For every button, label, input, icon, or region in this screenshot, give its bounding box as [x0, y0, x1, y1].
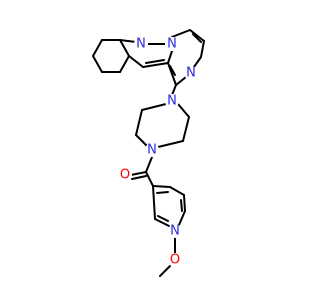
atom-n-piperazine-bottom: N — [145, 143, 159, 158]
bond-pyrazine-double-1 — [169, 65, 176, 76]
atom-n-pyrazole: N — [134, 37, 148, 52]
bond-pyridine-double-1 — [156, 191, 169, 194]
molecule-svg: N N N N N O N — [92, 29, 205, 277]
bond-pyrazine-5 — [175, 76, 187, 86]
atom-n-pyrazine-label: N — [186, 66, 196, 81]
bond-carbonyl-o-1 — [130, 171, 147, 176]
bond-pyridine-6 — [152, 185, 156, 220]
bond-methoxy-2 — [159, 265, 171, 277]
bond-pyrazole-double-1 — [145, 59, 165, 64]
molecule-diagram: N N N N N O N — [92, 29, 205, 277]
bond-pyrazole-3 — [167, 50, 173, 64]
atom-n-piperazine-top: N — [165, 94, 179, 109]
bond-cyhex-6 — [119, 39, 130, 57]
bond-pyrazine-4 — [193, 56, 202, 68]
atom-n-bridge: N — [165, 37, 179, 52]
bond-cyhex-5 — [119, 55, 130, 73]
bond-piperazine-1 — [141, 103, 167, 111]
bond-pyrazole-4 — [142, 62, 169, 68]
bond-pyridine-1 — [152, 185, 171, 188]
bond-piperazine-6 — [177, 103, 190, 118]
bond-pyridine-double-3 — [157, 215, 169, 222]
atom-label-layer: N N N N N O N — [118, 37, 198, 268]
bond-pyridine-4 — [178, 210, 186, 226]
bond-carbonyl-o-2 — [131, 175, 147, 180]
atom-n-piperazine-top-label: N — [167, 94, 177, 109]
bond-n-carbonyl — [145, 156, 153, 173]
bond-pyrazole-1 — [119, 39, 137, 43]
bond-pyrazine-2 — [189, 29, 205, 42]
bond-piperazine-5 — [182, 116, 190, 142]
atom-n-bridge-label: N — [167, 37, 177, 52]
bond-cyhex-2 — [92, 39, 103, 57]
bond-pyridine-5 — [154, 218, 170, 227]
atom-o-methoxy: O — [168, 253, 182, 268]
atom-n-piperazine-bottom-label: N — [147, 143, 157, 158]
bond-pyrazine-3 — [200, 40, 205, 58]
bond-pyridine-3 — [183, 194, 186, 212]
atom-o-methoxy-label: O — [170, 253, 180, 268]
atom-n-pyridine-label: N — [170, 224, 180, 239]
bond-pyridine-double-2 — [180, 199, 183, 212]
bond-link-piperazine — [171, 84, 177, 96]
bond-piperazine-2 — [135, 109, 143, 136]
bond-layer — [92, 29, 205, 277]
bond-pyridine-2 — [169, 186, 185, 196]
atom-o-carbonyl: O — [118, 168, 132, 183]
bond-piperazine-3 — [135, 134, 148, 147]
atom-n-pyrazole-label: N — [136, 37, 146, 52]
bond-piperazine-4 — [157, 140, 184, 148]
bond-pyrazine-double-2 — [192, 33, 202, 43]
atom-n-pyrazine: N — [184, 66, 198, 81]
bond-carbonyl-ring — [145, 171, 154, 187]
atom-o-carbonyl-label: O — [120, 168, 130, 183]
bond-cyhex-3 — [92, 55, 103, 73]
bond-pyrazole-5 — [128, 55, 144, 68]
atom-n-pyridine: N — [168, 224, 182, 239]
bond-pyrazine-1 — [171, 29, 191, 38]
